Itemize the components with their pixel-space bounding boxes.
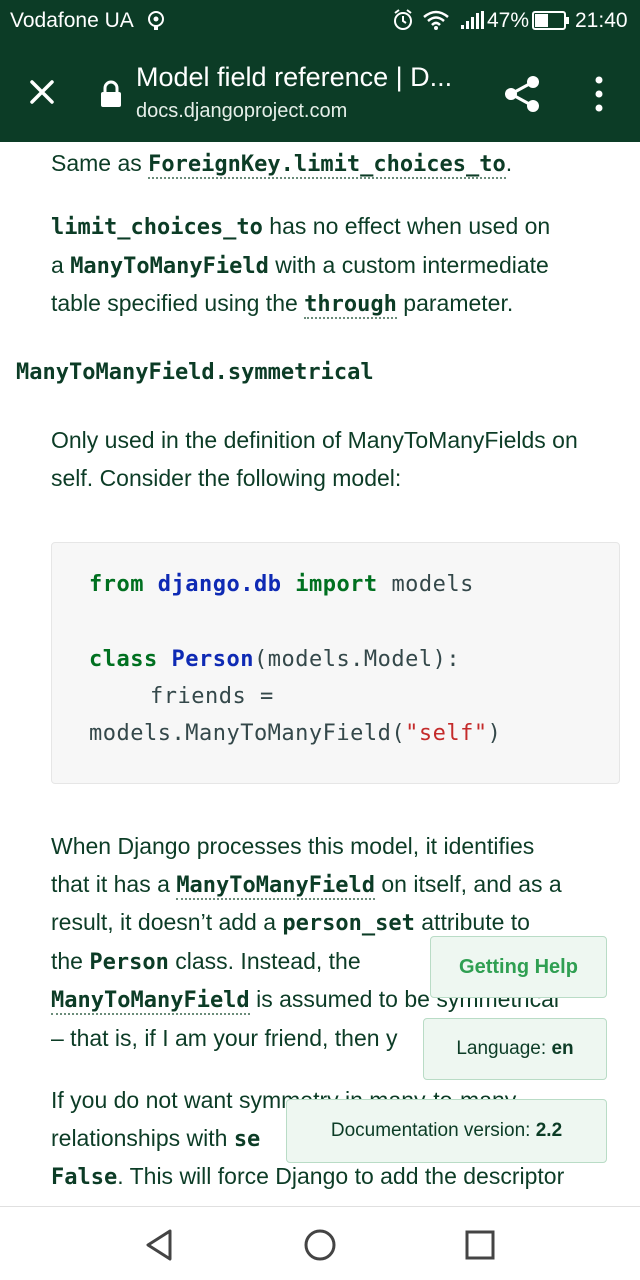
battery-percent: 47%: [487, 9, 530, 32]
home-icon[interactable]: [302, 1227, 338, 1263]
lock-icon: [101, 80, 121, 107]
alarm-icon: [394, 9, 412, 30]
paragraph-limit-choices: limit_choices_to has no effect when used…: [51, 213, 551, 319]
through-link[interactable]: through: [304, 292, 397, 319]
page-content: Same as ForeignKey.limit_choices_to. lim…: [0, 142, 640, 1206]
version-value: 2.2: [535, 1120, 563, 1141]
code-line-class: class Person(models.Model):: [89, 647, 461, 672]
code-line-import: from django.db import models: [89, 572, 474, 597]
share-icon[interactable]: [500, 72, 544, 116]
clock: 21:40: [575, 9, 628, 32]
code-block: from django.db import models class Perso…: [51, 542, 620, 784]
paragraph-no-symmetry: If you do not want symmetry in many-to-m…: [51, 1087, 565, 1190]
vpn-icon: [148, 11, 164, 30]
recents-icon[interactable]: [462, 1227, 498, 1263]
manytomanyfield-link-2[interactable]: ManyToManyField: [51, 988, 250, 1015]
back-icon[interactable]: [142, 1227, 178, 1263]
paragraph-processing: When Django processes this model, it ide…: [51, 833, 562, 1051]
navigation-bar: [0, 1206, 640, 1280]
carrier-name: Vodafone UA: [10, 9, 134, 32]
foreignkey-limit-choices-link[interactable]: ForeignKey.limit_choices_to: [148, 152, 506, 179]
browser-toolbar: Model field reference | D... docs.django…: [0, 42, 640, 142]
manytomanyfield-link[interactable]: ManyToManyField: [176, 872, 375, 900]
language-button[interactable]: Language: en: [423, 1018, 607, 1080]
getting-help-button[interactable]: Getting Help: [430, 936, 607, 998]
language-value: en: [551, 1038, 574, 1059]
page-title[interactable]: Model field reference | D...: [136, 62, 453, 92]
more-icon[interactable]: [584, 72, 614, 116]
paragraph-same-as: Same as ForeignKey.limit_choices_to.: [51, 150, 513, 179]
code-line-field: models.ManyToManyField("self"): [89, 721, 502, 746]
language-label: Language:: [456, 1038, 547, 1059]
status-bar: Vodafone UA 47% 21:40: [0, 0, 640, 42]
section-heading: ManyToManyField.symmetrical: [16, 360, 374, 385]
close-icon[interactable]: [22, 72, 62, 112]
battery-icon: [532, 11, 569, 30]
paragraph-symmetrical: Only used in the definition of ManyToMan…: [51, 427, 578, 491]
code-line-friends: friends =: [150, 684, 274, 709]
page-url[interactable]: docs.djangoproject.com: [136, 100, 348, 122]
version-label: Documentation version:: [330, 1120, 531, 1141]
signal-icon: [461, 11, 484, 29]
wifi-icon: [423, 10, 449, 30]
doc-version-button[interactable]: Documentation version: 2.2: [286, 1099, 607, 1163]
